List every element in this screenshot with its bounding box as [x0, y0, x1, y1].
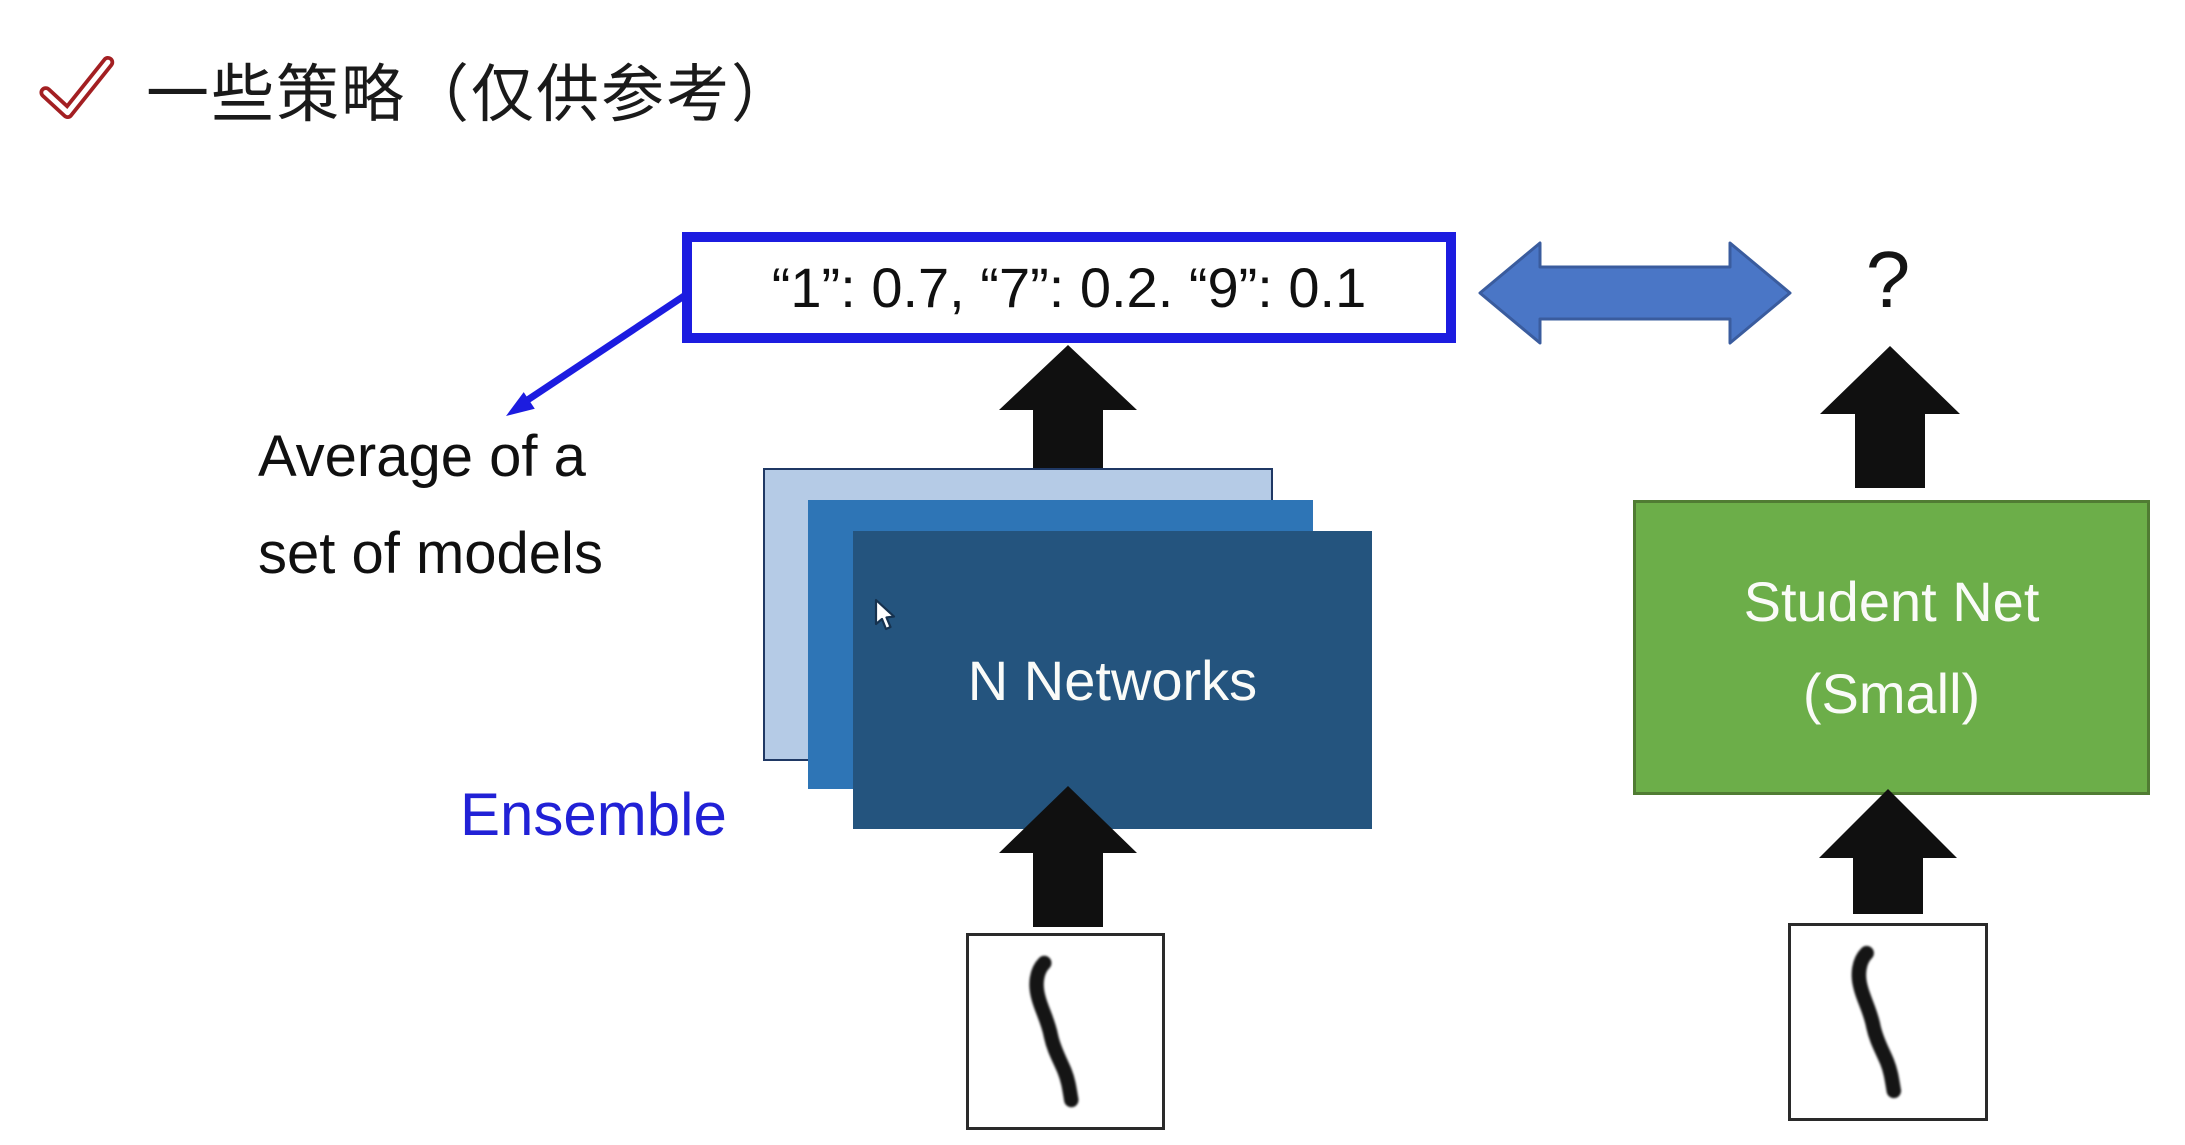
up-arrow-icon-digit-to-ensemble: [999, 786, 1137, 927]
n-networks-label: N Networks: [967, 648, 1258, 712]
n-networks-box: N Networks: [853, 531, 1372, 829]
slide-title: 一些策略（仅供参考）: [146, 60, 796, 130]
prediction-box: “1”: 0.7, “7”: 0.2. “9”: 0.1: [682, 232, 1456, 343]
up-arrow-icon-digit-to-student: [1819, 789, 1957, 914]
double-arrow-icon: [1478, 241, 1792, 345]
question-mark: ?: [1865, 235, 1911, 324]
up-arrow-icon-student-to-question: [1820, 346, 1960, 488]
check-icon: [39, 55, 115, 119]
handwritten-digit-1: [1851, 945, 1902, 1099]
digit-image-teacher-input: [966, 933, 1165, 1130]
student-net-label-line2: (Small): [1802, 661, 1981, 725]
handwritten-digit-1: [1029, 955, 1079, 1108]
callout-line2: set of models: [258, 521, 603, 586]
mouse-pointer-icon: [874, 598, 896, 631]
ensemble-label: Ensemble: [460, 781, 727, 848]
student-net-label-line1: Student Net: [1743, 569, 2040, 633]
callout-annotation: Average of a set of models: [258, 408, 603, 602]
callout-line1: Average of a: [258, 424, 586, 489]
callout-arrow-icon: [506, 293, 686, 416]
prediction-text: “1”: 0.7, “7”: 0.2. “9”: 0.1: [771, 256, 1367, 319]
up-arrow-icon-ensemble-to-prediction: [999, 345, 1137, 470]
student-net-box: Student Net (Small): [1633, 500, 2150, 795]
digit-image-student-input: [1788, 923, 1988, 1121]
